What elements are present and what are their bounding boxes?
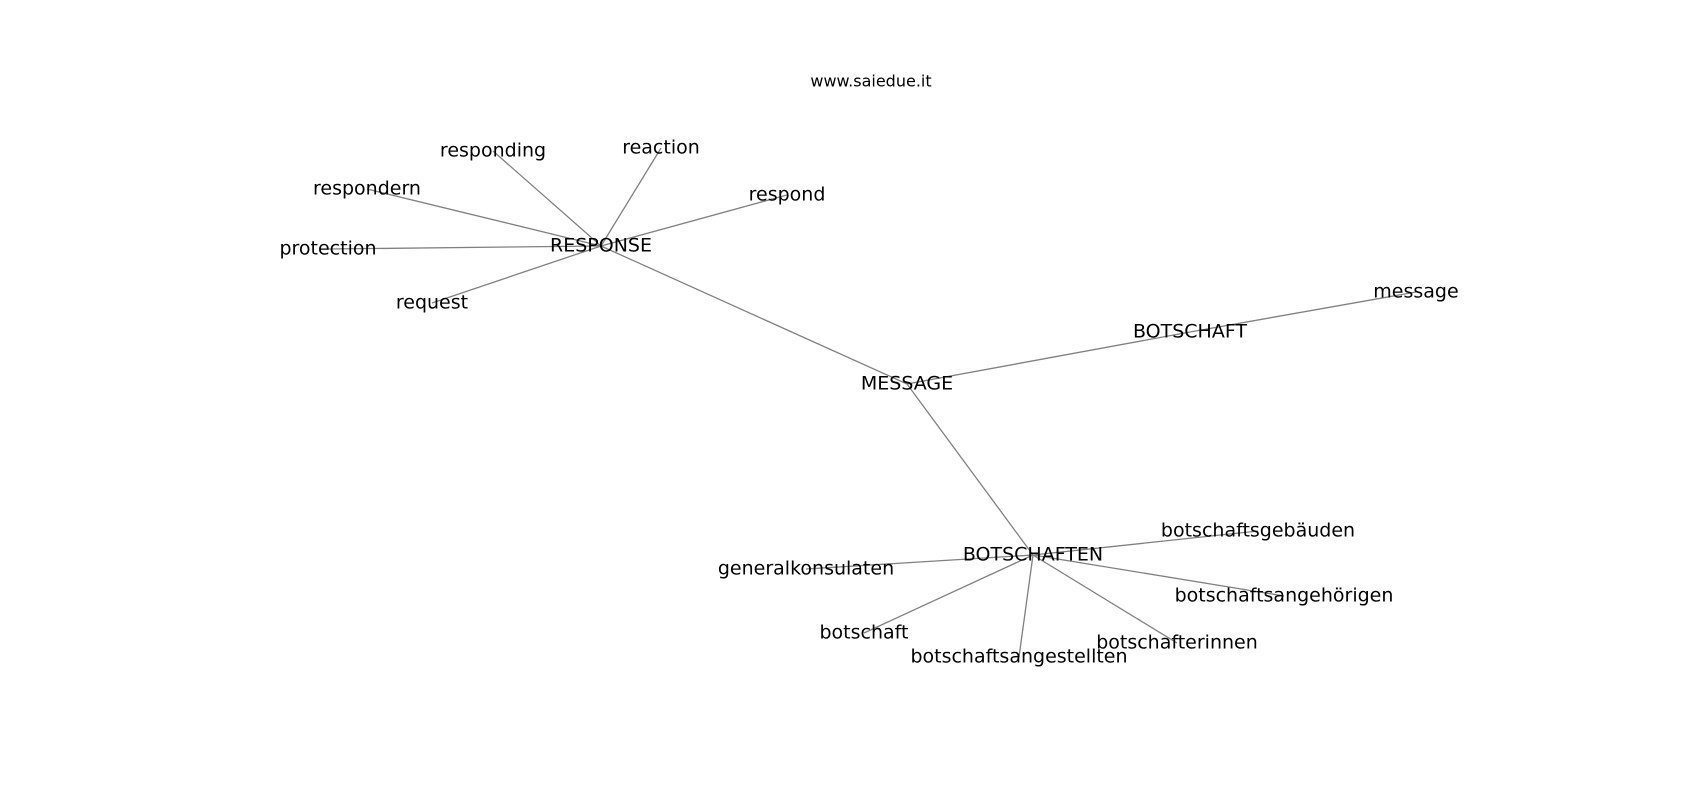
edge-response-request (431, 245, 602, 304)
node-botschaftsgebaeuden: botschaftsgebäuden (1161, 520, 1355, 542)
edge-response-responding (492, 150, 602, 247)
edge-botschaften-generalkonsulaten (805, 554, 1034, 570)
node-botschafterinnen: botschafterinnen (1096, 632, 1258, 654)
edges-layer (327, 147, 1417, 658)
node-respond: respond (749, 184, 826, 206)
edge-botschaften-botschaft_leaf (863, 554, 1034, 634)
node-botschaft_hub: BOTSCHAFT (1133, 321, 1247, 343)
node-reaction: reaction (622, 137, 700, 159)
source-label: www.saiedue.it (810, 72, 931, 91)
node-botschaftsangestellten: botschaftsangestellten (910, 646, 1127, 668)
node-response: RESPONSE (550, 235, 652, 257)
node-botschaftsangehoerigen: botschaftsangehörigen (1175, 585, 1394, 607)
node-message_leaf: message (1373, 281, 1458, 303)
edge-botschaften-botschaftsgebaeuden (1032, 530, 1259, 556)
edge-message_hub-botschaft_hub (906, 331, 1191, 385)
node-responding: responding (440, 140, 546, 162)
edge-botschaft_hub-message_leaf (1189, 291, 1417, 333)
edge-response-reaction (600, 147, 662, 247)
edge-response-protection (327, 245, 602, 250)
edge-message_hub-response (600, 245, 908, 385)
node-botschaft_leaf: botschaft (820, 622, 909, 644)
node-message_hub: MESSAGE (861, 373, 953, 395)
node-generalkonsulaten: generalkonsulaten (718, 558, 894, 580)
edge-botschaften-botschafterinnen (1032, 554, 1178, 644)
edge-message_hub-botschaften (906, 383, 1034, 556)
node-protection: protection (279, 238, 376, 260)
nodes-layer: MESSAGE RESPONSE BOTSCHAFT BOTSCHAFTEN respo… (279, 137, 1458, 668)
edge-botschaften-botschaftsangestellten (1018, 554, 1034, 658)
edge-botschaften-botschaftsangehoerigen (1032, 554, 1285, 597)
edge-response-respond (600, 194, 788, 247)
node-botschaften: BOTSCHAFTEN (963, 544, 1103, 566)
edge-response-respondern (366, 188, 602, 247)
node-request: request (396, 292, 468, 314)
node-respondern: respondern (313, 178, 421, 200)
